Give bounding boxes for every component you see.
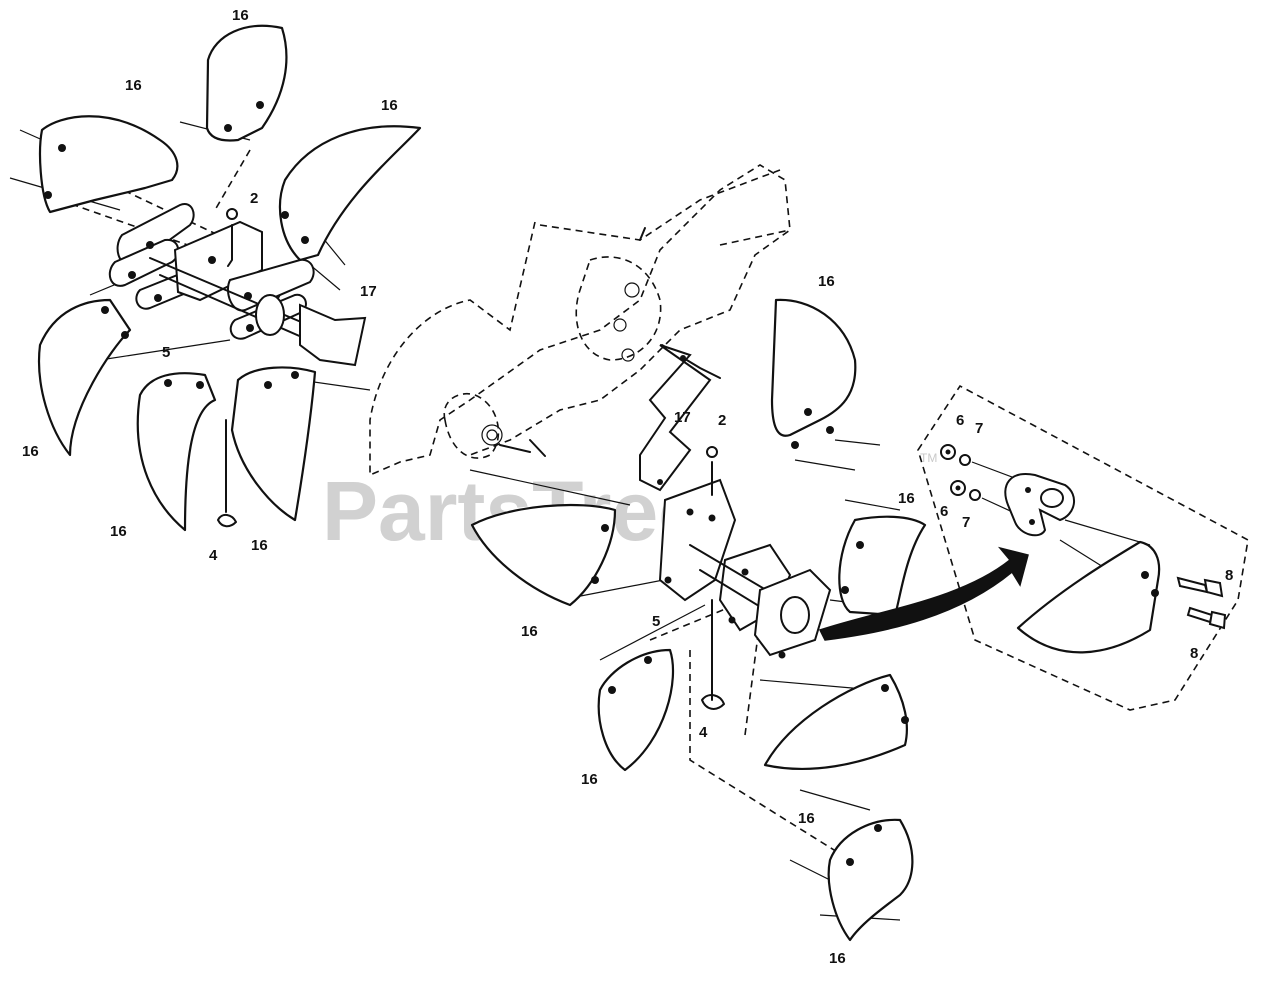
callout-4: 4 bbox=[209, 547, 218, 564]
callout-16: 16 bbox=[232, 7, 249, 24]
callout-16: 16 bbox=[381, 97, 398, 114]
right-tine-assembly bbox=[469, 298, 927, 942]
tine-blade bbox=[770, 298, 857, 437]
callout-7: 7 bbox=[962, 514, 970, 531]
left-tine-assembly bbox=[9, 24, 422, 532]
callout-7: 7 bbox=[975, 420, 983, 437]
callout-2: 2 bbox=[718, 412, 726, 429]
callout-16: 16 bbox=[898, 490, 915, 507]
tine-blade bbox=[230, 366, 317, 522]
callout-16: 16 bbox=[521, 623, 538, 640]
tine-blade bbox=[597, 648, 675, 772]
callout-16: 16 bbox=[251, 537, 268, 554]
callout-5: 5 bbox=[652, 613, 660, 630]
callout-16: 16 bbox=[22, 443, 39, 460]
callout-16: 16 bbox=[798, 810, 815, 827]
tine-blade bbox=[38, 115, 179, 214]
tine-blade bbox=[763, 673, 908, 770]
callout-16: 16 bbox=[818, 273, 835, 290]
tine-blade bbox=[278, 125, 422, 262]
callout-5: 5 bbox=[162, 344, 170, 361]
watermark-trademark: TM bbox=[920, 451, 937, 465]
callout-2: 2 bbox=[250, 190, 258, 207]
callout-16: 16 bbox=[581, 771, 598, 788]
callout-4: 4 bbox=[699, 724, 708, 741]
tine-blade bbox=[838, 515, 927, 617]
tine-blade bbox=[205, 24, 288, 142]
tine-blade bbox=[827, 818, 914, 942]
mounting-hardware-inset bbox=[818, 384, 1249, 711]
callout-17: 17 bbox=[674, 409, 691, 426]
callout-8: 8 bbox=[1225, 567, 1233, 584]
callout-16: 16 bbox=[110, 523, 127, 540]
callout-16: 16 bbox=[829, 950, 846, 967]
tine-blade bbox=[470, 503, 617, 607]
callout-8: 8 bbox=[1190, 645, 1198, 662]
callout-16: 16 bbox=[125, 77, 142, 94]
callout-6: 6 bbox=[956, 412, 964, 429]
callout-17: 17 bbox=[360, 283, 377, 300]
tine-blade bbox=[1016, 540, 1161, 654]
tiller-frame-outline bbox=[369, 164, 791, 477]
callout-labels: 16 16 16 2 17 5 16 16 16 4 16 2 17 6 7 1… bbox=[22, 7, 1233, 967]
tine-blade bbox=[38, 298, 132, 457]
tine-blade bbox=[136, 372, 217, 532]
callout-6: 6 bbox=[940, 503, 948, 520]
